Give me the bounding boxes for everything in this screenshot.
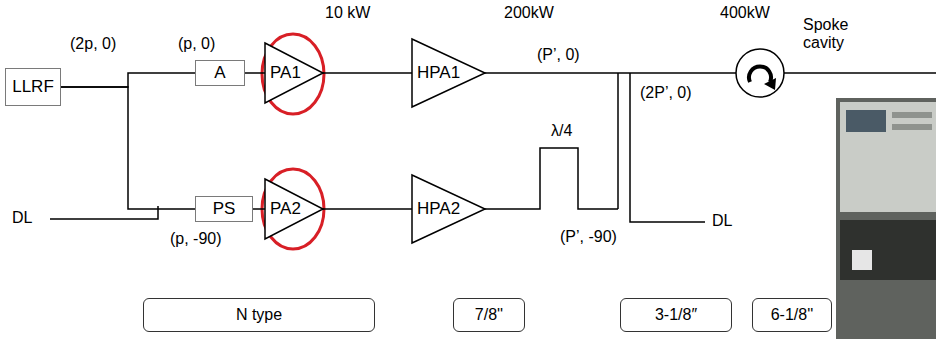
signal-connector <box>323 209 412 210</box>
node-label: HPA2 <box>417 199 460 219</box>
annotation-label: DL <box>712 212 732 230</box>
connector-type-box: 3-1/8″ <box>620 298 732 332</box>
amplifier-symbol: HPA1 <box>412 39 485 107</box>
annotation-label: 400kW <box>720 4 770 22</box>
photo-detail <box>852 250 872 270</box>
dl-output-line <box>630 73 705 222</box>
node-label: PA1 <box>270 63 301 83</box>
connector-line <box>61 73 195 87</box>
connector-line <box>61 87 195 209</box>
annotation-label: Spoke cavity <box>803 16 863 52</box>
node-label: A <box>214 63 225 83</box>
triangle-shape <box>265 43 323 103</box>
annotation-label: (2p, 0) <box>70 35 116 53</box>
photo-detail <box>840 220 936 280</box>
highlight-ellipse <box>262 34 324 114</box>
annotation-label: 200kW <box>504 4 554 22</box>
photo-detail <box>892 124 932 130</box>
connector-line <box>253 208 265 210</box>
node-label: 7/8'' <box>475 306 503 324</box>
photo-detail <box>892 112 932 118</box>
node-label: PA2 <box>270 199 301 219</box>
node-label: 3-1/8″ <box>655 306 697 324</box>
node-label: PS <box>213 199 236 219</box>
amplifier-symbol: PA2 <box>265 179 323 239</box>
annotation-label: 10 kW <box>325 4 370 22</box>
signal-connector <box>253 209 265 210</box>
controller-box: LLRF <box>5 68 61 106</box>
amplifier-symbol: HPA2 <box>412 175 485 243</box>
photo <box>836 98 936 339</box>
phase-shifter-box: PS <box>195 196 253 222</box>
dl-line <box>50 206 158 219</box>
attenuator-box: A <box>195 60 245 86</box>
signal-connector <box>323 73 412 74</box>
annotation-label: (p, -90) <box>170 230 222 248</box>
node-label: N type <box>236 306 282 324</box>
photo-screen <box>846 110 886 132</box>
signal-connector <box>61 87 195 209</box>
quarter-wave-line <box>478 148 618 209</box>
signal-connector <box>61 73 195 87</box>
node-label: HPA1 <box>417 63 460 83</box>
annotation-label: DL <box>12 209 32 227</box>
connector-line <box>245 72 265 74</box>
circulator-arrow <box>749 66 771 82</box>
amplifier-symbol: PA1 <box>265 43 323 103</box>
annotation-label: (P’, -90) <box>560 228 617 246</box>
annotation-label: (2P’, 0) <box>640 84 692 102</box>
connector-line <box>323 72 412 74</box>
node-label: 6-1/8'' <box>771 306 814 324</box>
triangle-shape <box>265 179 323 239</box>
triangle-shape <box>412 175 485 243</box>
photo-device <box>840 102 936 212</box>
connector-type-box: 7/8'' <box>453 298 525 332</box>
triangle-shape <box>412 39 485 107</box>
connector-type-box: 6-1/8'' <box>752 298 832 332</box>
annotation-label: (P’, 0) <box>537 46 580 64</box>
circulator-symbol <box>736 49 784 97</box>
combined-line <box>630 72 736 74</box>
output-line <box>478 72 630 74</box>
annotation-label: λ/4 <box>551 122 572 140</box>
combiner-line <box>617 73 619 209</box>
signal-connector <box>245 73 265 74</box>
connector-line <box>323 208 412 210</box>
cavity-line <box>784 72 936 74</box>
connector-type-box: N type <box>143 298 375 332</box>
annotation-label: (p, 0) <box>178 35 215 53</box>
node-label: LLRF <box>12 77 54 97</box>
circulator-arrowhead <box>764 78 776 90</box>
highlight-ellipse <box>262 169 324 249</box>
